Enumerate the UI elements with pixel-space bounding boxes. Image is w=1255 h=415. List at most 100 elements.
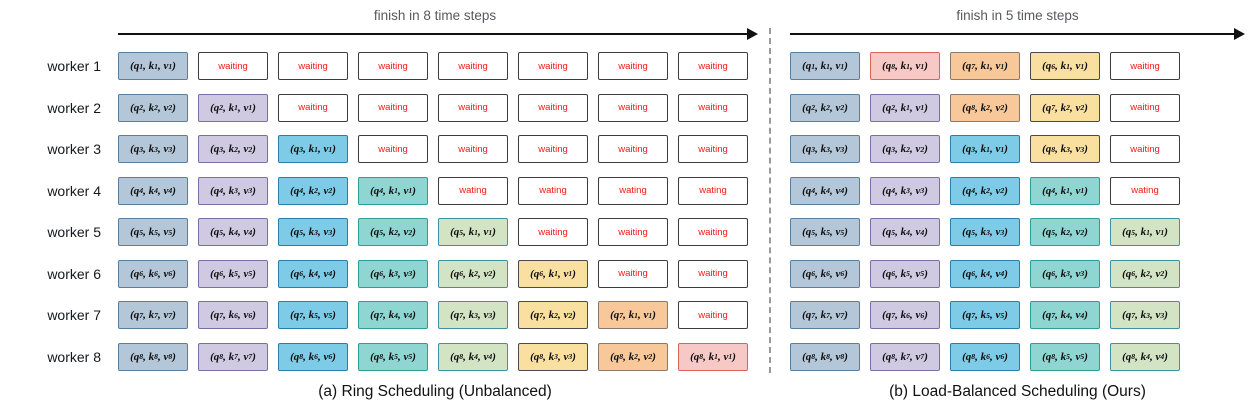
waiting-cell[interactable]: waiting	[438, 52, 508, 80]
waiting-cell[interactable]: waiting	[678, 301, 748, 329]
waiting-cell[interactable]: wating	[598, 176, 668, 205]
waiting-cell[interactable]: waiting	[518, 218, 588, 246]
waiting-cell[interactable]: waiting	[598, 52, 668, 80]
waiting-cell[interactable]: waiting	[198, 52, 268, 80]
waiting-cell[interactable]: waiting	[678, 93, 748, 122]
waiting-cell[interactable]: waiting	[358, 52, 428, 80]
waiting-cell[interactable]: waiting	[598, 93, 668, 122]
waiting-cell[interactable]: waiting	[278, 52, 348, 80]
waiting-cell[interactable]: waiting	[438, 93, 508, 122]
waiting-cell[interactable]: waiting	[278, 93, 348, 122]
waiting-cell[interactable]: waiting	[598, 135, 668, 163]
waiting-cell[interactable]: waiting	[598, 218, 668, 246]
waiting-cell[interactable]: waiting	[358, 93, 428, 122]
waiting-cell[interactable]: waiting	[1110, 93, 1180, 122]
waiting-cell[interactable]: waiting	[678, 218, 748, 246]
waiting-cell[interactable]: waiting	[438, 135, 508, 163]
waiting-cell[interactable]: wating	[678, 176, 748, 205]
waiting-cell[interactable]: waiting	[518, 93, 588, 122]
waiting-cell[interactable]: waiting	[1110, 135, 1180, 163]
waiting-cell[interactable]: waiting	[518, 52, 588, 80]
waiting-cell[interactable]: waiting	[598, 259, 668, 288]
waiting-cell[interactable]: waiting	[678, 52, 748, 80]
waiting-cell[interactable]: wating	[518, 176, 588, 205]
waiting-cell[interactable]: waiting	[678, 135, 748, 163]
waiting-cell[interactable]: wating	[1110, 176, 1180, 205]
waiting-cell[interactable]: waiting	[1110, 52, 1180, 80]
waiting-cell[interactable]: waiting	[358, 135, 428, 163]
